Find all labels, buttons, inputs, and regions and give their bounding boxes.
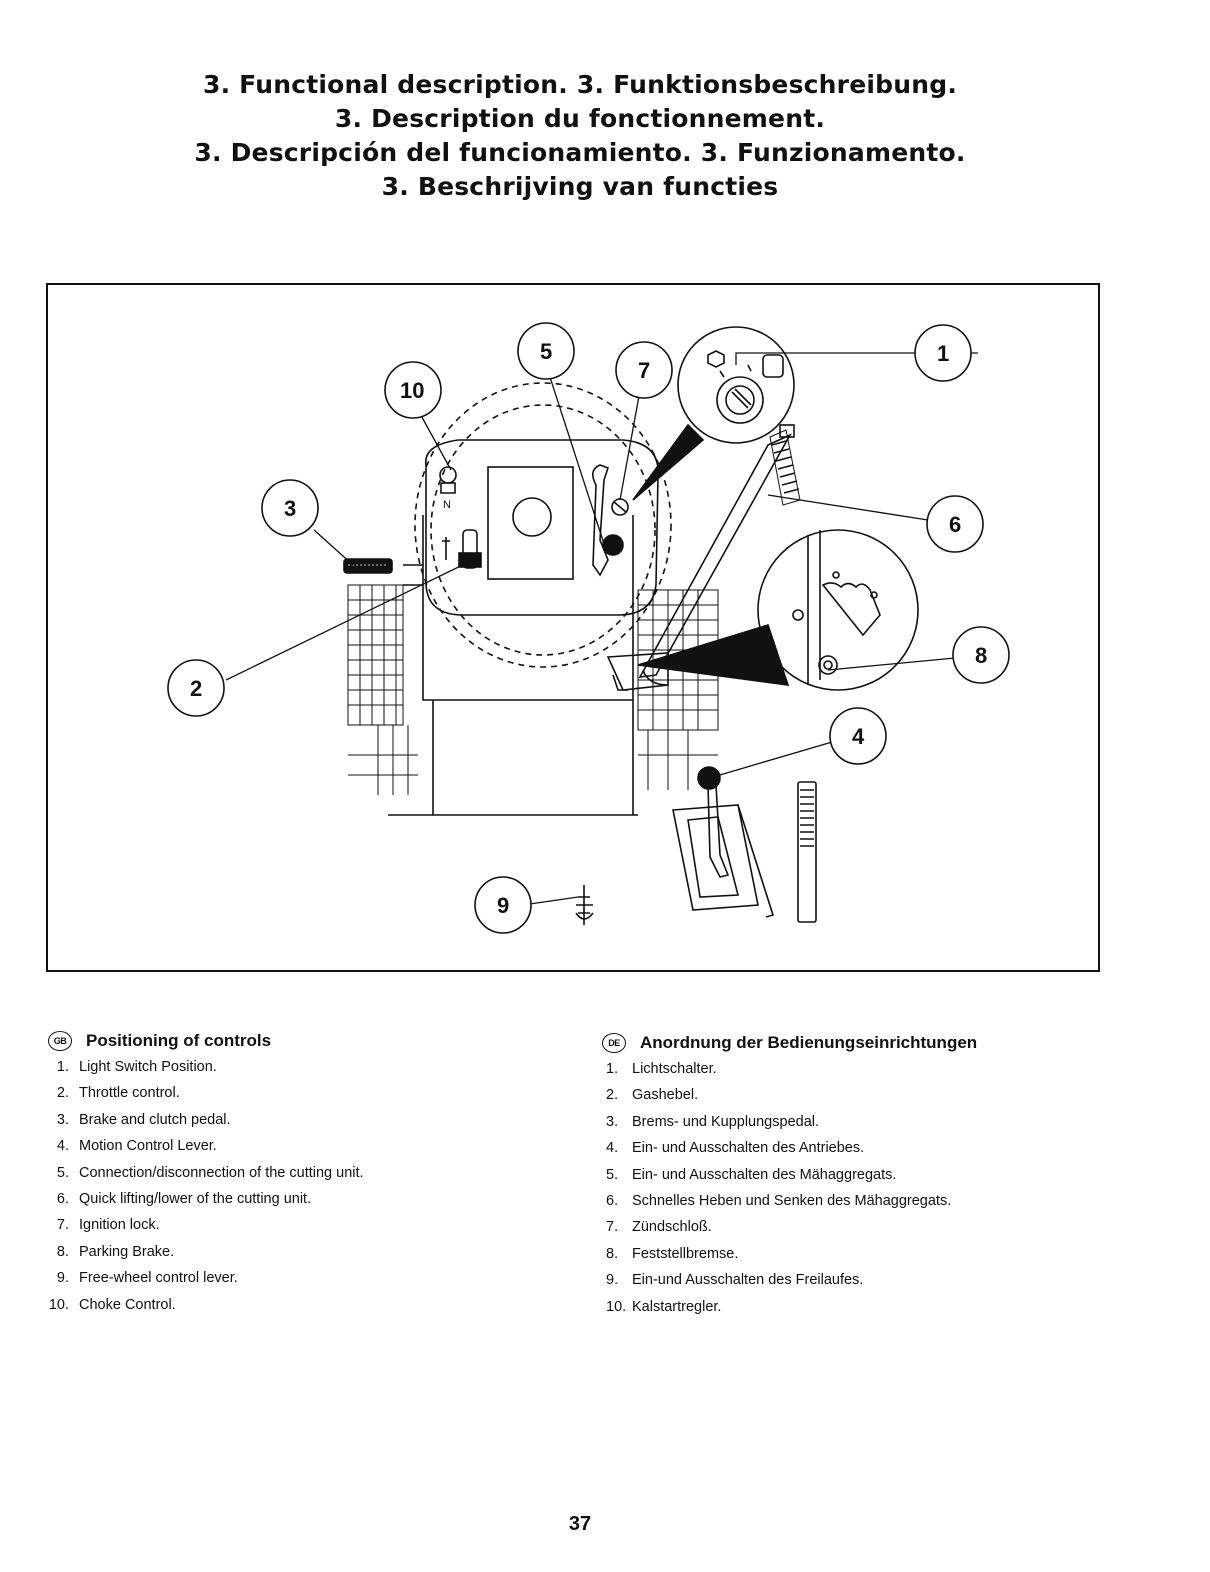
list-item: 3.Brems- und Kupplungspedal.: [606, 1113, 820, 1130]
cutting-unit-lever: [592, 464, 610, 577]
list-item: 6.Quick lifting/lower of the cutting uni…: [56, 1190, 312, 1207]
neutral-label: N: [443, 499, 451, 511]
list-item: 10.Choke Control.: [48, 1296, 176, 1313]
de-legend: DE Anordnung der Bedienungseinrichtungen…: [602, 1028, 1122, 1320]
freewheel-lever: [575, 885, 594, 925]
callout-4-label: 4: [852, 724, 865, 749]
callout-9: 9: [474, 876, 532, 934]
title-line-1: 3. Functional description. 3. Funktionsb…: [202, 70, 958, 99]
gb-legend-heading: GB Positioning of controls: [48, 1028, 568, 1054]
controls-diagram: N: [46, 283, 1100, 972]
ignition-zoom-detail: [632, 326, 795, 501]
callout-7: 7: [615, 341, 673, 399]
callout-10-label: 10: [400, 378, 424, 403]
list-item: 9.Free-wheel control lever.: [56, 1270, 238, 1287]
title-line-3: 3. Descripción del funcionamiento. 3. Fu…: [194, 138, 966, 167]
callout-3-label: 3: [284, 496, 296, 521]
parking-brake-zoom-detail: [637, 529, 919, 691]
callout-9-label: 9: [497, 893, 509, 918]
list-item: 10.Kalstartregler.: [606, 1298, 722, 1315]
callout-3: 3: [261, 479, 319, 537]
chassis-outline: [422, 515, 634, 701]
callout-8: 8: [952, 626, 1010, 684]
callout-1-label: 1: [937, 341, 949, 366]
list-item: 8.Feststellbremse.: [606, 1245, 739, 1262]
callout-7-label: 7: [638, 358, 650, 383]
de-flag-badge: DE: [602, 1033, 626, 1053]
list-item: 4.Ein- und Ausschalten des Antriebes.: [606, 1140, 865, 1157]
page-titles: 3. Functional description. 3. Funktionsb…: [0, 68, 1160, 204]
list-item: 7.Zündschloß.: [606, 1219, 712, 1236]
de-item-list: 1.Lichtschalter. 2.Gashebel. 3.Brems- un…: [602, 1056, 1122, 1320]
choke-knob: [439, 466, 457, 484]
callout-2-label: 2: [190, 676, 202, 701]
de-heading-text: Anordnung der Bedienungseinrichtungen: [640, 1033, 978, 1052]
callout-1: 1: [914, 324, 972, 382]
steering-wheel-dashed: [430, 404, 656, 656]
de-legend-heading: DE Anordnung der Bedienungseinrichtungen: [602, 1030, 1122, 1056]
cutting-unit-knob: [602, 534, 624, 556]
dashboard-outline: [425, 439, 659, 616]
threaded-rod: [797, 781, 817, 923]
throttle-lever: [462, 529, 478, 569]
list-item: 9.Ein-und Ausschalten des Freilaufes.: [606, 1272, 864, 1289]
list-item: 7.Ignition lock.: [56, 1217, 160, 1234]
list-item: 8.Parking Brake.: [56, 1243, 175, 1260]
gb-item-list: 1.Light Switch Position. 2.Throttle cont…: [48, 1054, 568, 1318]
brake-pedal: [343, 558, 393, 574]
gb-heading-text: Positioning of controls: [86, 1031, 272, 1050]
list-item: 4.Motion Control Lever.: [56, 1138, 217, 1155]
controls-illustration: N: [167, 322, 1010, 934]
gb-legend: GB Positioning of controls 1.Light Switc…: [48, 1028, 568, 1318]
page-number: 37: [568, 1513, 592, 1535]
dashboard-panel: [487, 466, 574, 580]
title-line-4: 3. Beschrijving van functies: [381, 172, 779, 201]
leader-lines: [225, 352, 978, 906]
list-item: 2.Gashebel.: [606, 1087, 699, 1104]
lift-lever: [606, 424, 801, 691]
list-item: 1.Light Switch Position.: [56, 1059, 217, 1075]
callout-6-label: 6: [949, 512, 961, 537]
callout-8-label: 8: [975, 643, 987, 668]
callout-2: 2: [167, 659, 225, 717]
list-item: 5.Connection/disconnection of the cuttin…: [56, 1164, 364, 1181]
gb-flag-badge: GB: [48, 1031, 72, 1051]
left-footrest-grid: [347, 584, 418, 795]
list-item: 5.Ein- und Ausschalten des Mähaggregats.: [606, 1166, 897, 1183]
callout-10: 10: [384, 361, 442, 419]
callout-6: 6: [926, 495, 984, 553]
motion-control-lever: [672, 766, 775, 918]
list-item: 6.Schnelles Heben und Senken des Mähaggr…: [606, 1192, 952, 1209]
fuel-cap: [512, 497, 552, 537]
callout-4: 4: [829, 707, 887, 765]
title-line-2: 3. Description du fonctionnement.: [334, 104, 826, 133]
list-item: 2.Throttle control.: [56, 1085, 180, 1102]
right-footrest-grid: [637, 589, 719, 790]
callout-5: 5: [517, 322, 575, 380]
list-item: 1.Lichtschalter.: [606, 1061, 717, 1077]
list-item: 3.Brake and clutch pedal.: [56, 1111, 231, 1128]
callout-5-label: 5: [540, 339, 552, 364]
